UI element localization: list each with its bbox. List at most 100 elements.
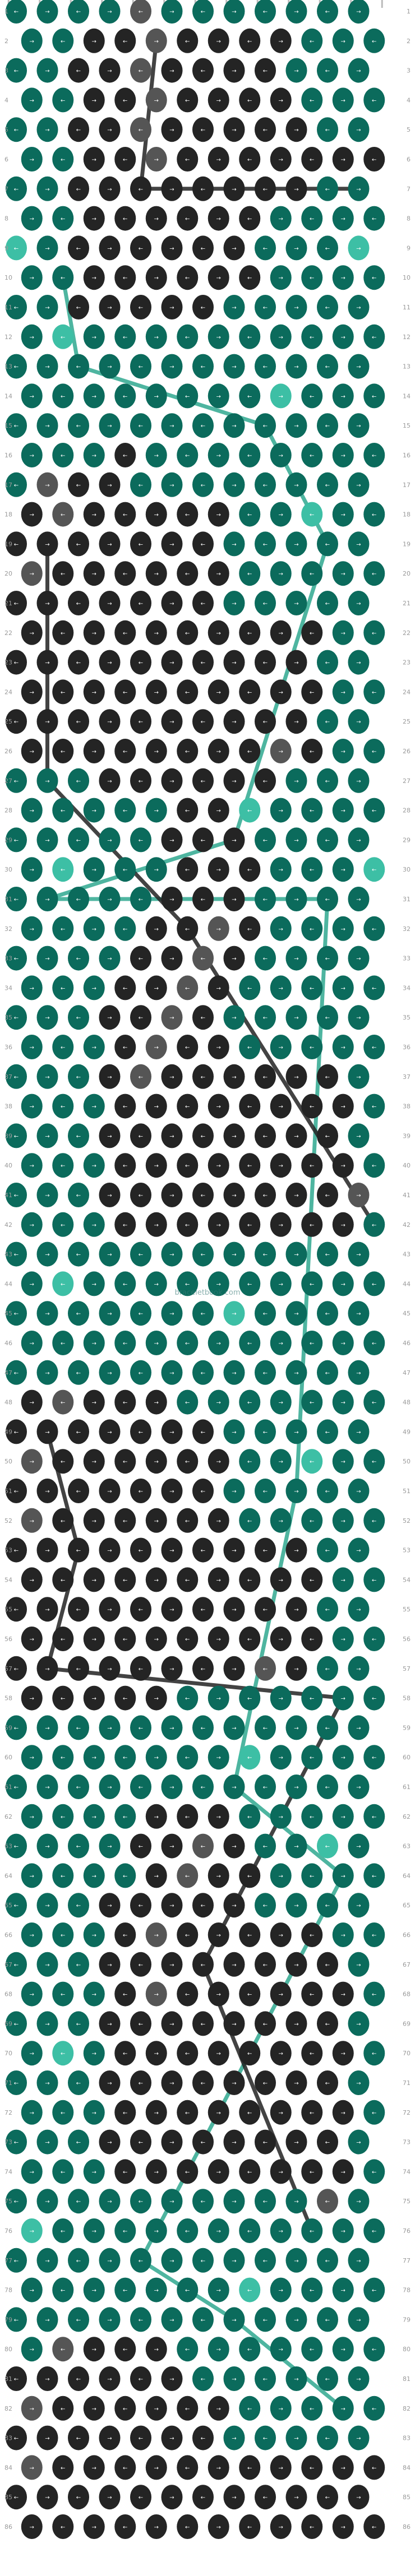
knot-r15-c7: ←	[192, 413, 214, 438]
knot-arrow: →	[341, 2051, 345, 2057]
knot-circle	[145, 28, 167, 53]
knot-r40-c5: →	[145, 1153, 167, 1178]
knot-circle	[83, 383, 105, 409]
knot-arrow: ←	[123, 1577, 127, 1583]
knot-r79-c5: ←	[130, 2307, 151, 2332]
knot-arrow: →	[107, 2495, 112, 2501]
knot-arrow: ←	[310, 1873, 314, 1879]
knot-r86-c12: ←	[363, 2514, 385, 2539]
knot-r83-c2: →	[36, 2425, 58, 2450]
knot-circle	[332, 2337, 354, 2362]
row-number-right: 12	[403, 333, 411, 341]
knot-circle	[208, 2041, 229, 2066]
knot-r74-c9: →	[270, 2159, 292, 2184]
knot-circle	[6, 2485, 27, 2510]
knot-circle	[36, 887, 58, 911]
knot-r79-c11: ←	[317, 2307, 338, 2332]
knot-r14-c12: ←	[363, 383, 385, 409]
knot-circle	[348, 768, 370, 793]
knot-circle	[52, 975, 74, 1000]
knot-circle	[223, 117, 245, 142]
knot-arrow: ←	[123, 98, 127, 104]
knot-circle	[52, 502, 74, 527]
knot-r46-c8: ←	[239, 1331, 261, 1355]
knot-circle	[36, 117, 58, 142]
knot-circle	[363, 443, 385, 467]
row-number-left: 70	[4, 2050, 12, 2057]
knot-r37-c9: ←	[255, 1064, 276, 1089]
knot-arrow: ←	[61, 1163, 65, 1169]
knot-arrow: ←	[14, 2495, 19, 2501]
knot-circle	[130, 887, 151, 911]
knot-arrow: ←	[325, 1666, 330, 1672]
knot-arrow: →	[356, 1133, 361, 1139]
knot-circle	[114, 383, 136, 409]
knot-r69-c3: ←	[68, 2011, 89, 2036]
knot-arrow: ←	[247, 2228, 252, 2235]
knot-circle	[177, 1212, 199, 1237]
knot-r86-c1: →	[21, 2514, 43, 2539]
knot-circle	[52, 2100, 74, 2125]
row-number-right: 59	[403, 1724, 411, 1731]
row-number-right: 82	[403, 2405, 411, 2412]
knot-arrow: →	[279, 926, 283, 933]
knot-arrow: →	[341, 1459, 345, 1465]
knot-arrow: ←	[372, 867, 376, 873]
knot-r81-c5: ←	[130, 2366, 151, 2391]
knot-circle	[99, 2189, 121, 2214]
knot-arrow: →	[294, 1548, 298, 1554]
knot-circle	[348, 946, 370, 971]
knot-arrow: ←	[201, 187, 205, 193]
knot-arrow: →	[45, 1311, 49, 1317]
knot-r34-c5: →	[145, 975, 167, 1000]
knot-circle	[99, 0, 121, 24]
row-number-left: 50	[4, 1458, 12, 1465]
knot-arrow: ←	[310, 512, 314, 518]
knot-r4-c5: →	[145, 87, 167, 113]
knot-r46-c3: →	[83, 1331, 105, 1355]
knot-circle	[161, 2070, 183, 2095]
knot-arrow: ←	[263, 2317, 268, 2323]
knot-arrow: ←	[76, 1074, 81, 1081]
knot-arrow: →	[341, 1163, 345, 1169]
knot-arrow: ←	[185, 157, 190, 163]
knot-arrow: ←	[61, 1400, 65, 1406]
knot-circle	[192, 1597, 214, 1622]
knot-r23-c4: →	[99, 650, 121, 675]
knot-arrow: →	[232, 1903, 236, 1909]
knot-circle	[68, 354, 89, 379]
row-number-right: 48	[403, 1399, 411, 1406]
knot-circle	[145, 206, 167, 231]
knot-r34-c4: ←	[114, 975, 136, 1000]
row-number-right: 36	[403, 1044, 411, 1051]
knot-r77-c10: →	[285, 2248, 307, 2273]
knot-circle	[99, 1360, 121, 1385]
knot-circle	[21, 1153, 43, 1178]
knot-arrow: ←	[263, 541, 268, 548]
knot-arrow: ←	[61, 808, 65, 814]
knot-arrow: ←	[263, 68, 268, 75]
knot-r85-c7: ←	[192, 2485, 214, 2510]
knot-arrow: ←	[201, 2199, 205, 2205]
knot-r65-c6: →	[161, 1893, 183, 1918]
knot-circle	[145, 1389, 167, 1415]
knot-arrow: →	[341, 808, 345, 814]
knot-r70-c1: →	[21, 2041, 43, 2066]
knot-arrow: →	[216, 98, 221, 104]
knot-circle	[83, 2337, 105, 2362]
knot-r3-c1: ←	[6, 58, 27, 83]
knot-r68-c9: →	[270, 1981, 292, 2007]
knot-circle	[363, 1627, 385, 1651]
knot-circle	[223, 768, 245, 793]
knot-arrow: ←	[325, 1074, 330, 1081]
knot-r71-c10: →	[285, 2070, 307, 2095]
knot-r61-c6: →	[161, 1775, 183, 1799]
knot-r74-c6: ←	[177, 2159, 199, 2184]
knot-arrow: →	[107, 2376, 112, 2383]
knot-circle	[270, 1153, 292, 1178]
knot-r36-c10: ←	[301, 1035, 323, 1059]
knot-arrow: →	[30, 335, 34, 341]
knot-r28-c4: ←	[114, 798, 136, 823]
knot-r19-c12: →	[348, 531, 370, 557]
knot-arrow: →	[154, 1933, 159, 1939]
